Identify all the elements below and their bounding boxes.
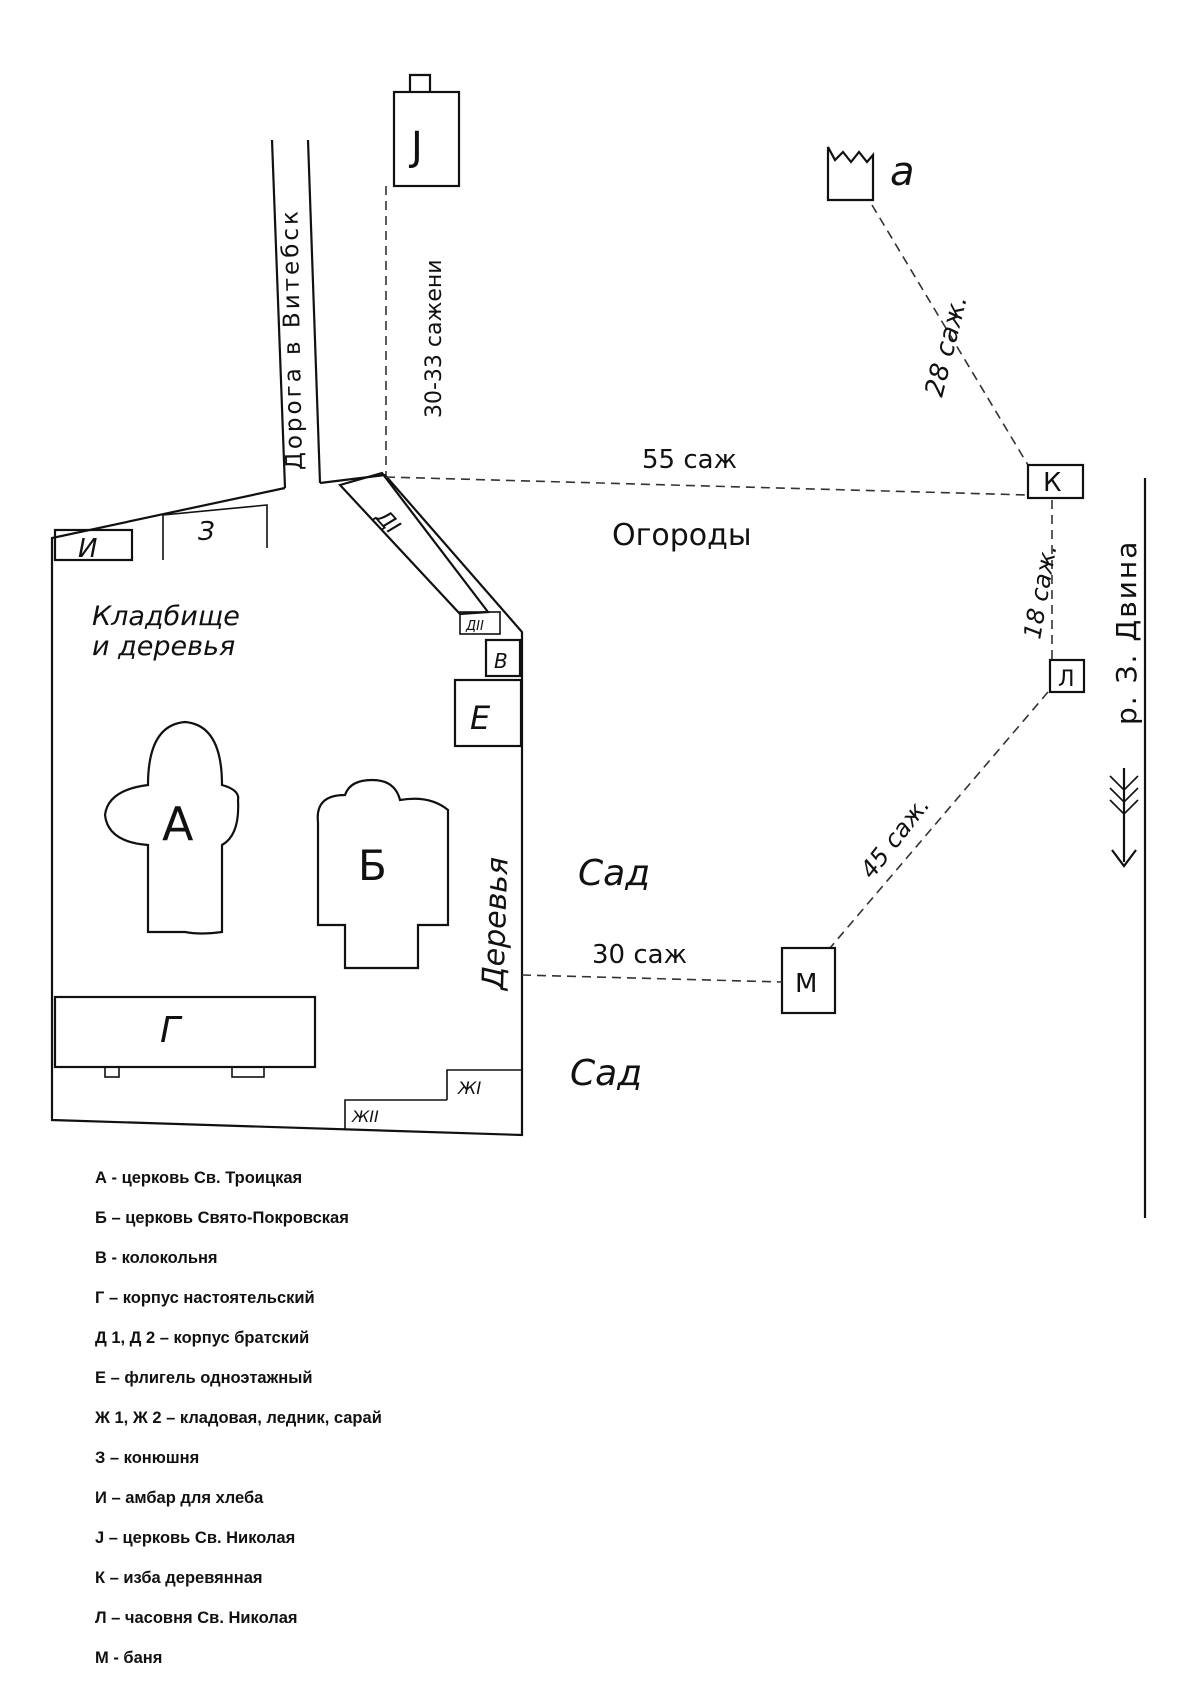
chapel-l: Л	[1048, 658, 1086, 694]
legend-item-i: И – амбар для хлеба	[95, 1489, 264, 1507]
building-v-label: В	[494, 649, 508, 673]
legend-item-m: М - баня	[95, 1649, 163, 1667]
building-zh1: ЖI	[446, 1069, 522, 1100]
distance-line-l-m	[829, 691, 1049, 949]
distance-line-55	[385, 476, 1029, 496]
distance-line-a-k	[871, 204, 1029, 466]
legend: А - церковь Св. Троицкая Б – церковь Свя…	[95, 1168, 695, 1688]
church-j-st-nicholas: J	[392, 73, 461, 188]
church-a-label: А	[162, 797, 194, 851]
orchard-label-lower: Сад	[570, 1053, 642, 1094]
legend-item-v: В - колокольня	[95, 1249, 218, 1267]
legend-item-k: К – изба деревянная	[95, 1569, 263, 1587]
church-b-label: Б	[358, 841, 387, 890]
building-zh1-label: ЖI	[457, 1079, 481, 1099]
gardens-label: Огороды	[612, 518, 752, 553]
distance-label-k-l: 18 саж.	[1018, 542, 1062, 641]
monastery-boundary	[50, 473, 524, 1137]
church-j-label: J	[408, 124, 423, 170]
distance-label-a-k: 28 саж.	[920, 292, 974, 399]
building-i: И	[53, 528, 134, 564]
building-d1: ДI	[337, 471, 491, 616]
legend-item-d: Д 1, Д 2 – корпус братский	[95, 1329, 310, 1347]
legend-item-a: А - церковь Св. Троицкая	[95, 1169, 303, 1187]
cemetery-label-line1: Кладбище	[92, 601, 240, 632]
river-flow-arrow-icon	[1109, 768, 1139, 868]
distance-label-55: 55 саж	[642, 445, 737, 475]
building-zh2: ЖII	[344, 1099, 447, 1130]
river-label: р. З. Двина	[1110, 540, 1143, 725]
building-k-hut: К	[1026, 463, 1085, 500]
building-e-label: Е	[470, 699, 491, 737]
building-m-label: М	[795, 969, 817, 999]
building-v: В	[484, 638, 522, 678]
legend-item-e: Е – флигель одноэтажный	[95, 1369, 313, 1387]
building-zh2-label: ЖII	[351, 1107, 379, 1126]
distance-label-j: 30-33 сажени	[422, 259, 447, 418]
distance-label-l-m: 45 саж.	[855, 791, 936, 883]
building-i-label: И	[78, 534, 97, 564]
church-a-trinity: А	[103, 720, 240, 935]
cemetery-label-line2: и деревья	[92, 631, 235, 662]
road-to-vitebsk: Дорога в Витебск	[270, 139, 322, 489]
legend-item-j: J – церковь Св. Николая	[95, 1529, 296, 1547]
building-z-label: З	[198, 517, 215, 547]
structure-a: а	[826, 146, 915, 202]
building-d2: ДII	[459, 611, 501, 635]
legend-item-zh: Ж 1, Ж 2 – кладовая, ледник, сарай	[95, 1409, 382, 1427]
building-k-label: К	[1043, 468, 1061, 498]
structure-a-label: а	[890, 149, 915, 195]
road-label: Дорога в Витебск	[277, 208, 308, 470]
building-e: Е	[453, 678, 523, 748]
trees-label: Деревья	[476, 856, 516, 992]
building-m-bathhouse: М	[780, 946, 837, 1015]
orchard-label-upper: Сад	[578, 853, 650, 894]
building-g-label: Г	[160, 1010, 183, 1051]
church-b-pokrovskaya: Б	[316, 778, 450, 970]
legend-item-z: З – конюшня	[95, 1449, 200, 1467]
legend-item-b: Б – церковь Свято-Покровская	[95, 1209, 349, 1227]
distance-label-m: 30 саж	[592, 940, 687, 970]
river-western-dvina: р. З. Двина	[1110, 478, 1147, 1218]
legend-item-l: Л – часовня Св. Николая	[95, 1609, 298, 1627]
building-z: З	[162, 504, 268, 560]
distance-line-m	[521, 974, 783, 983]
chapel-l-label: Л	[1058, 667, 1075, 692]
building-d1-label: ДI	[369, 504, 404, 539]
building-g-abbot: Г	[53, 995, 317, 1078]
building-d2-label: ДII	[465, 619, 484, 634]
legend-item-g: Г – корпус настоятельский	[95, 1289, 315, 1307]
